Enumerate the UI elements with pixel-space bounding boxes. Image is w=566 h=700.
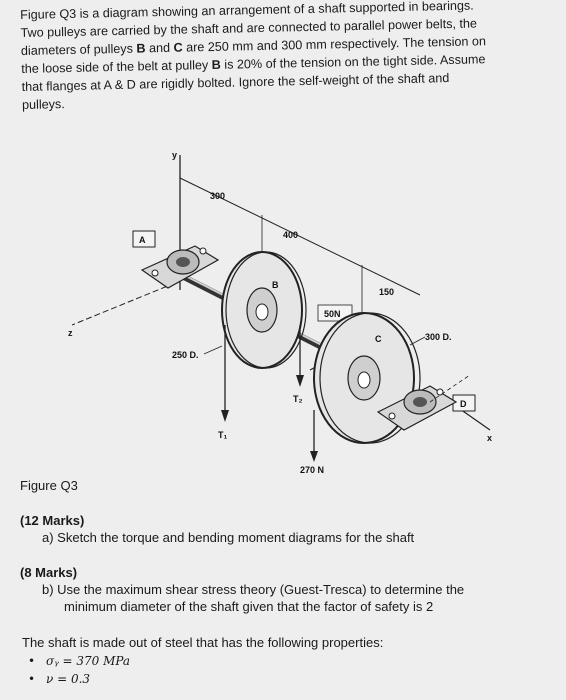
label-t2: T₂ — [293, 394, 303, 404]
force-270n-arrow — [310, 451, 318, 462]
shaft-diagram-svg: y z x 300 400 150 A D — [68, 150, 492, 475]
pulley-b — [221, 251, 307, 369]
dim-300: 300 — [210, 191, 225, 201]
label-a: A — [139, 235, 146, 245]
label-b: B — [272, 280, 279, 290]
problem-statement: Figure Q3 is a diagram showing an arrang… — [20, 0, 550, 114]
x-axis-label: x — [487, 433, 492, 443]
label-50n: 50N — [324, 309, 341, 319]
dim-150: 150 — [379, 287, 394, 297]
y-axis-label: y — [172, 150, 177, 160]
label-d: D — [460, 399, 467, 409]
question-b: (8 Marks) b) Use the maximum shear stres… — [20, 564, 464, 615]
bearing-d — [376, 385, 458, 431]
x-axis-dashed — [429, 374, 471, 403]
belt-t2-arrow — [296, 375, 304, 387]
properties-list: σᵧ = 370 MPa ν = 0.3 — [22, 652, 383, 688]
leader-250 — [203, 345, 223, 355]
label-270n: 270 N — [300, 465, 324, 475]
question-b-text-2: minimum diameter of the shaft given that… — [64, 599, 434, 614]
property-poisson-ratio: ν = 0.3 — [22, 670, 383, 688]
marks-a: (12 Marks) — [20, 513, 85, 528]
label-300-dia: 300 D. — [425, 332, 452, 342]
question-a: (12 Marks) a) Sketch the torque and bend… — [20, 512, 414, 546]
leader-300 — [409, 336, 426, 346]
properties-intro: The shaft is made out of steel that has … — [22, 635, 384, 650]
label-box-50n — [317, 304, 353, 322]
dim-line-top — [179, 177, 421, 296]
material-properties: The shaft is made out of steel that has … — [22, 634, 383, 688]
belt-t1-arrow — [221, 410, 229, 422]
marks-b: (8 Marks) — [20, 565, 78, 580]
label-t1: T₁ — [218, 430, 227, 440]
z-axis-label: z — [68, 328, 73, 338]
question-b-text-1: b) Use the maximum shear stress theory (… — [42, 582, 465, 597]
label-c: C — [375, 334, 382, 344]
property-yield-stress: σᵧ = 370 MPa — [22, 652, 383, 670]
dim-400: 400 — [283, 230, 298, 240]
bearing-a — [140, 245, 220, 289]
figure-caption: Figure Q3 — [20, 478, 78, 493]
question-a-text: a) Sketch the torque and bending moment … — [42, 530, 415, 545]
z-axis — [71, 282, 176, 326]
label-250-dia: 250 D. — [172, 350, 199, 360]
shaft-diagram: y z x 300 400 150 A D — [0, 140, 566, 475]
label-box-a — [132, 230, 156, 248]
